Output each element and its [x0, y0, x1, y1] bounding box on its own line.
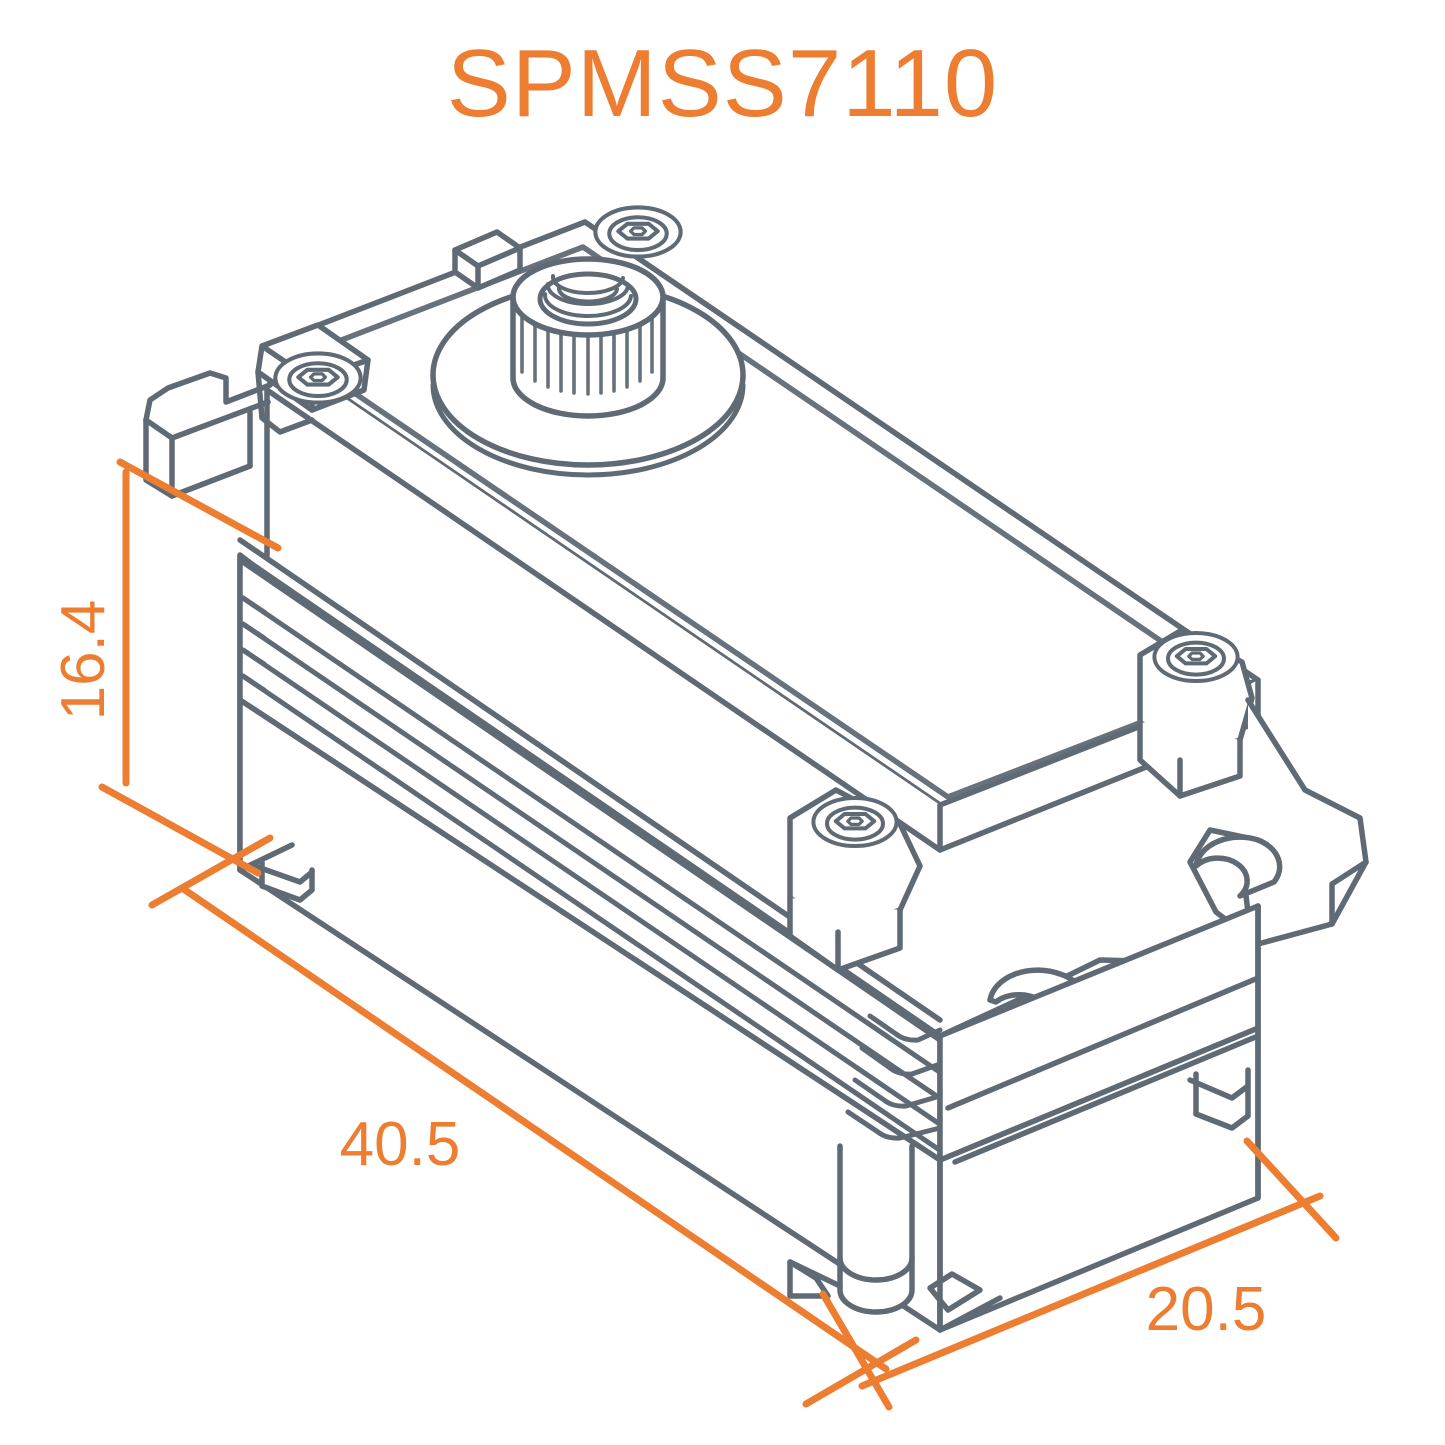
- servo-body-group: [143, 207, 1369, 1333]
- width-dimension: [819, 1137, 1340, 1411]
- mounting-screw-right-rear: [1154, 633, 1237, 681]
- length-dimension: [148, 834, 920, 1408]
- top-rear-rib: [452, 229, 523, 291]
- case-right-notch: [1187, 1067, 1251, 1131]
- mounting-screw-left: [275, 353, 360, 402]
- threaded-center-hole: [542, 274, 633, 319]
- bottom-case-fins: [845, 1013, 943, 1141]
- width-dimension-label: 20.5: [1146, 1275, 1267, 1344]
- height-dimension-label: 16.4: [49, 600, 118, 721]
- mounting-screw-front-center: [813, 798, 896, 846]
- mounting-screw-rear-top: [595, 207, 680, 256]
- dimension-annotations: [98, 458, 1340, 1411]
- bottom-mount-post: [837, 1143, 915, 1315]
- case-left-notch: [252, 857, 315, 903]
- mounting-tab-left-rear: [143, 342, 273, 499]
- splined-output-shaft: [510, 256, 666, 419]
- page-title: SPMSS7110: [446, 30, 999, 137]
- length-dimension-label: 40.5: [340, 1110, 461, 1179]
